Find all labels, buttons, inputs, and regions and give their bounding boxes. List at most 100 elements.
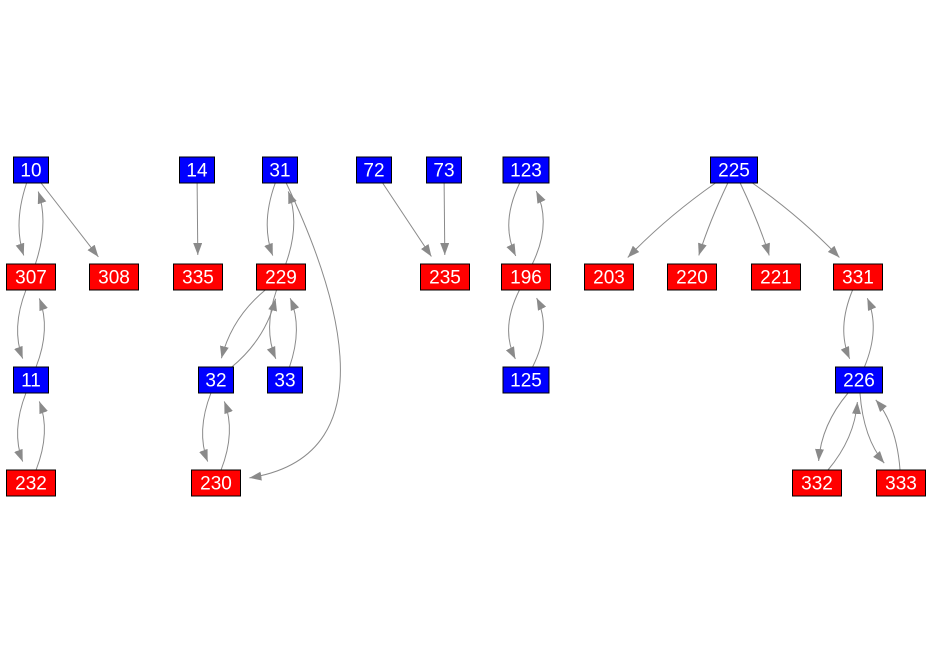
node-box-196 [501, 263, 551, 291]
node-203: 203 [584, 263, 634, 291]
edge-10-308 [40, 182, 99, 258]
edge-225-221 [739, 182, 770, 256]
edge-229-31 [285, 191, 297, 265]
node-73: 73 [426, 156, 462, 184]
node-box-73 [426, 156, 462, 184]
node-label-221: 221 [760, 268, 792, 289]
node-label-203: 203 [593, 268, 625, 289]
node-label-10: 10 [20, 161, 41, 182]
node-308: 308 [89, 263, 139, 291]
edge-333-226 [875, 399, 901, 471]
node-box-32 [198, 366, 234, 394]
edge-31-229 [264, 182, 276, 256]
edge-307-11 [14, 289, 27, 359]
node-label-31: 31 [269, 161, 290, 182]
edge-32-230 [199, 392, 212, 462]
node-box-335 [173, 263, 223, 291]
node-box-232 [6, 469, 56, 497]
node-box-31 [262, 156, 298, 184]
edge-31-230 [249, 182, 341, 481]
edge-225-331 [752, 182, 840, 258]
node-225: 225 [710, 156, 758, 184]
node-label-220: 220 [676, 268, 708, 289]
node-125: 125 [502, 366, 550, 394]
edge-230-32 [220, 401, 233, 471]
edge-226-331 [863, 298, 877, 368]
node-332: 332 [792, 469, 842, 497]
node-box-14 [179, 156, 215, 184]
node-14: 14 [179, 156, 215, 184]
node-box-226 [835, 366, 883, 394]
node-10: 10 [13, 156, 49, 184]
edge-196-125 [505, 289, 520, 360]
edge-11-307 [35, 298, 48, 368]
edge-72-235 [382, 182, 432, 257]
node-label-230: 230 [200, 474, 232, 495]
node-307: 307 [6, 263, 56, 291]
edge-331-226 [840, 289, 854, 359]
node-box-333 [876, 469, 926, 497]
edge-33-229 [288, 298, 300, 368]
edge-11-232 [14, 392, 27, 462]
node-220: 220 [667, 263, 717, 291]
node-230: 230 [191, 469, 241, 497]
node-label-333: 333 [885, 474, 917, 495]
edge-73-235 [440, 182, 450, 256]
node-label-335: 335 [182, 268, 214, 289]
node-label-14: 14 [186, 161, 208, 182]
node-label-235: 235 [429, 268, 461, 289]
node-label-123: 123 [510, 161, 542, 182]
edge-332-226 [827, 401, 861, 471]
node-label-225: 225 [718, 161, 750, 182]
node-label-72: 72 [363, 161, 384, 182]
edge-125-196 [532, 297, 547, 368]
node-label-229: 229 [265, 268, 297, 289]
edge-226-332 [815, 392, 849, 462]
edge-226-333 [859, 392, 885, 464]
edge-229-32 [220, 289, 266, 359]
node-11: 11 [13, 366, 49, 394]
node-232: 232 [6, 469, 56, 497]
node-335: 335 [173, 263, 223, 291]
edge-14-335 [193, 182, 203, 256]
edge-32-229 [231, 298, 277, 368]
node-box-203 [584, 263, 634, 291]
edge-225-203 [627, 182, 716, 258]
node-box-230 [191, 469, 241, 497]
edges-layer [14, 182, 901, 481]
node-box-125 [502, 366, 550, 394]
node-label-332: 332 [801, 474, 833, 495]
node-72: 72 [356, 156, 392, 184]
node-235: 235 [420, 263, 470, 291]
node-226: 226 [835, 366, 883, 394]
edge-225-220 [698, 182, 729, 256]
node-331: 331 [833, 263, 883, 291]
node-33: 33 [267, 366, 303, 394]
node-box-307 [6, 263, 56, 291]
node-221: 221 [751, 263, 801, 291]
node-box-33 [267, 366, 303, 394]
node-box-72 [356, 156, 392, 184]
node-label-307: 307 [15, 268, 47, 289]
node-label-226: 226 [843, 371, 875, 392]
node-box-229 [256, 263, 306, 291]
node-label-331: 331 [842, 268, 874, 289]
node-box-332 [792, 469, 842, 497]
node-box-235 [420, 263, 470, 291]
node-box-123 [502, 156, 550, 184]
node-box-308 [89, 263, 139, 291]
node-box-10 [13, 156, 49, 184]
node-box-220 [667, 263, 717, 291]
node-333: 333 [876, 469, 926, 497]
node-label-11: 11 [21, 371, 41, 392]
node-box-11 [13, 366, 49, 394]
edge-10-307 [15, 182, 28, 256]
edge-229-33 [266, 289, 278, 359]
edge-123-196 [506, 182, 521, 257]
node-box-331 [833, 263, 883, 291]
node-label-32: 32 [205, 371, 226, 392]
node-label-73: 73 [433, 161, 454, 182]
node-box-221 [751, 263, 801, 291]
